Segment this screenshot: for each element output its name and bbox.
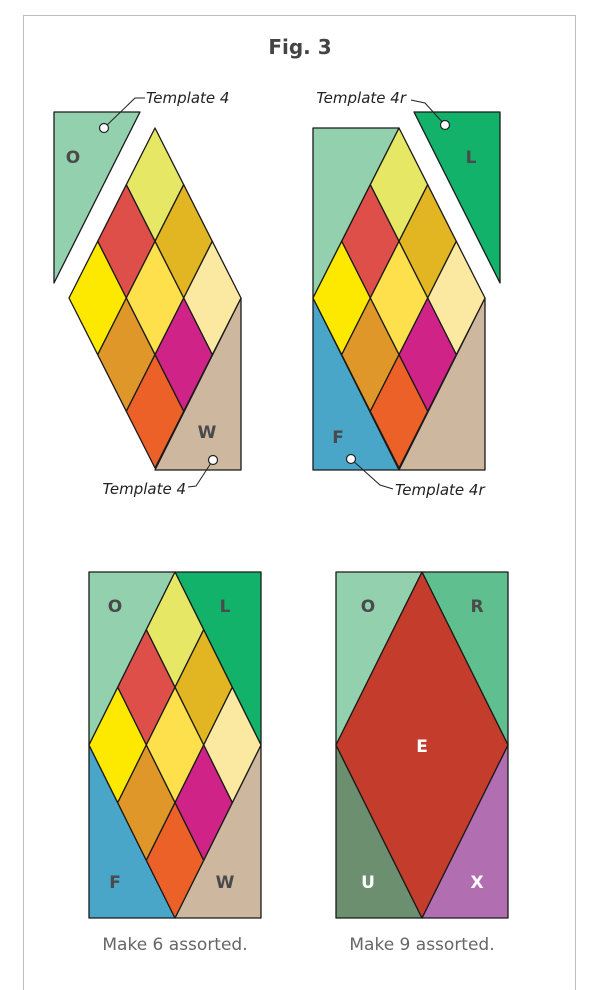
label-w: W <box>216 873 235 893</box>
template-label-top: Template 4r <box>316 89 406 107</box>
label-o: O <box>108 597 122 617</box>
label-u: U <box>361 873 375 893</box>
label-l: L <box>220 597 231 617</box>
template-label-top: Template 4 <box>146 89 229 107</box>
label-o: O <box>361 597 375 617</box>
template-label-bottom: Template 4 <box>103 480 186 498</box>
top-left-unit: O W Template 4 Template 4 <box>54 89 241 498</box>
template-marker-top <box>100 124 109 133</box>
template-marker-top <box>441 121 450 130</box>
label-f: F <box>109 873 121 893</box>
label-e: E <box>416 737 428 757</box>
caption: Make 6 assorted. <box>102 935 247 955</box>
label-o: O <box>66 148 80 168</box>
label-f: F <box>332 428 344 448</box>
bottom-right-block: O R E U X Make 9 assorted. <box>336 572 508 955</box>
top-right-unit: L F Template 4r Template 4r <box>313 89 500 499</box>
label-w: W <box>198 423 217 443</box>
label-x: X <box>470 873 483 893</box>
caption: Make 9 assorted. <box>349 935 494 955</box>
template-label-bottom: Template 4r <box>395 481 485 499</box>
template-marker-bottom <box>347 455 356 464</box>
label-r: R <box>470 597 483 617</box>
bottom-left-block: O L F W Make 6 assorted. <box>89 572 261 955</box>
label-l: L <box>466 148 477 168</box>
template-marker-bottom <box>209 456 218 465</box>
